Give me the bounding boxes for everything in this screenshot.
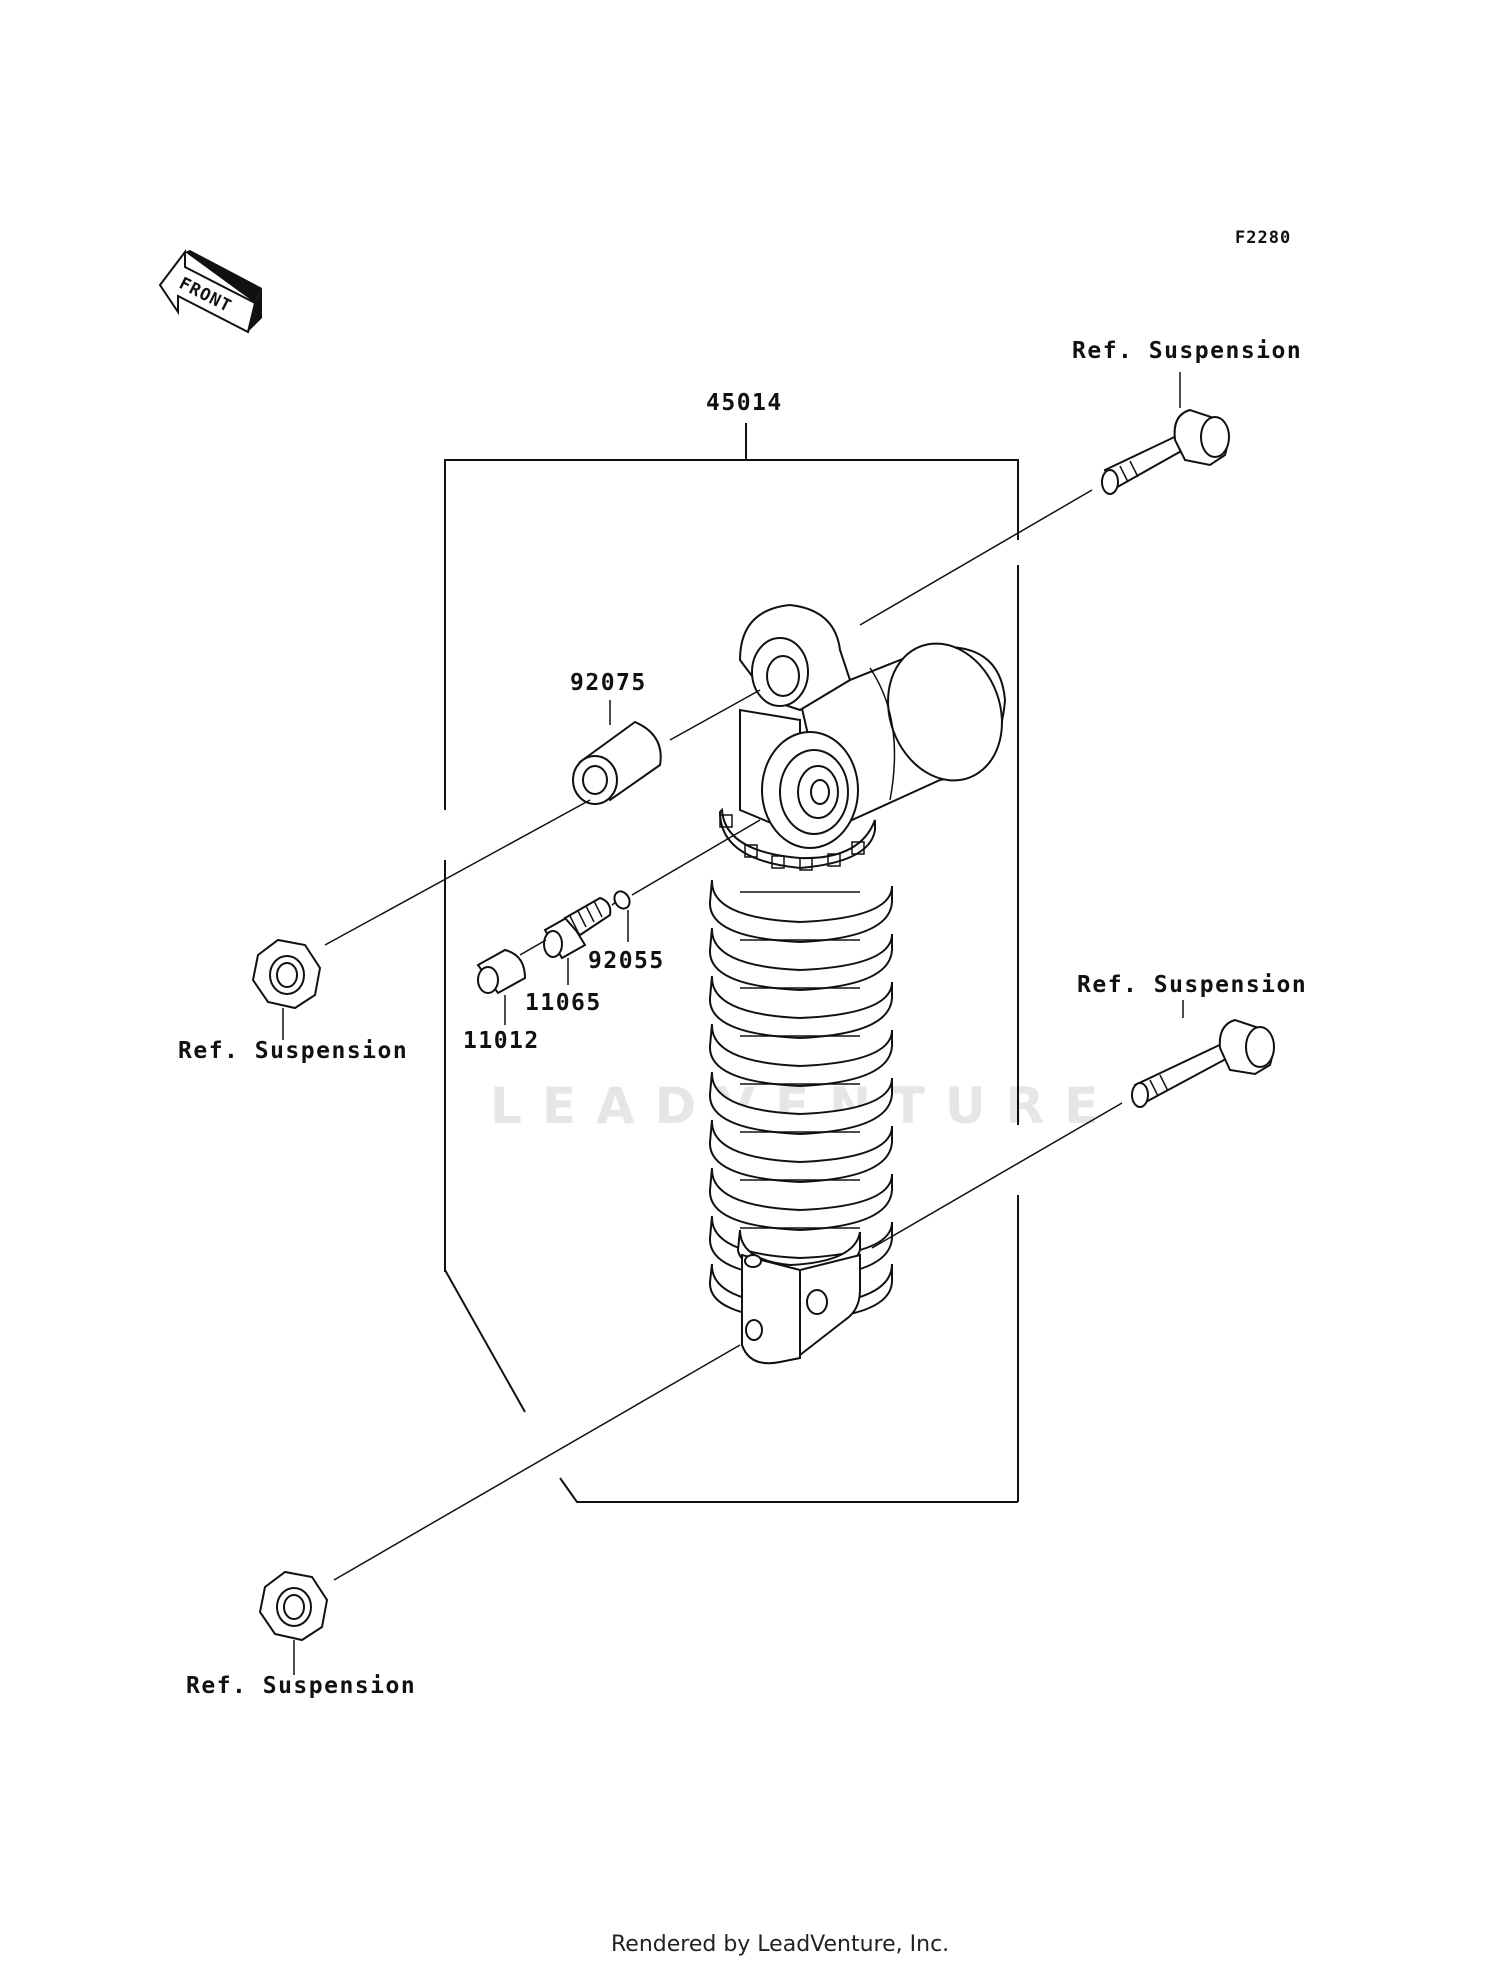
spring-coil — [708, 1167, 893, 1232]
spring-coil — [708, 1023, 893, 1088]
cap-11012[interactable] — [476, 948, 527, 995]
part-number-92055[interactable]: 92055 — [588, 948, 665, 974]
spring-coil — [708, 1119, 893, 1184]
upper-bolt[interactable] — [1101, 408, 1230, 495]
ref-upper-nut-label[interactable]: Ref. Suspension — [178, 1038, 408, 1064]
spring-coil — [708, 1071, 893, 1136]
lower-nut[interactable] — [258, 1570, 329, 1642]
part-number-45014[interactable]: 45014 — [706, 390, 783, 416]
upper-nut[interactable] — [251, 938, 322, 1010]
front-arrow-icon: FRONT — [158, 249, 262, 334]
shock-absorber[interactable] — [708, 603, 1021, 1365]
part-number-92075[interactable]: 92075 — [570, 670, 647, 696]
lower-bolt[interactable] — [1131, 1018, 1275, 1108]
ref-lower-nut-label[interactable]: Ref. Suspension — [186, 1673, 416, 1699]
part-number-11065[interactable]: 11065 — [525, 990, 602, 1016]
spring-coil — [708, 879, 893, 944]
spring-coil — [708, 927, 893, 992]
ref-upper-bolt-label[interactable]: Ref. Suspension — [1072, 338, 1302, 364]
collar-92075[interactable] — [572, 720, 662, 805]
diagram-code: F2280 — [1235, 228, 1291, 248]
assembly-bracket — [444, 423, 1019, 1503]
spring-coil — [708, 975, 893, 1040]
ref-lower-bolt-label[interactable]: Ref. Suspension — [1077, 972, 1307, 998]
part-number-11012[interactable]: 11012 — [463, 1028, 540, 1054]
footer-credit: Rendered by LeadVenture, Inc. — [611, 1932, 949, 1957]
o-ring-92055[interactable] — [611, 889, 632, 912]
valve-11065[interactable] — [543, 896, 612, 960]
